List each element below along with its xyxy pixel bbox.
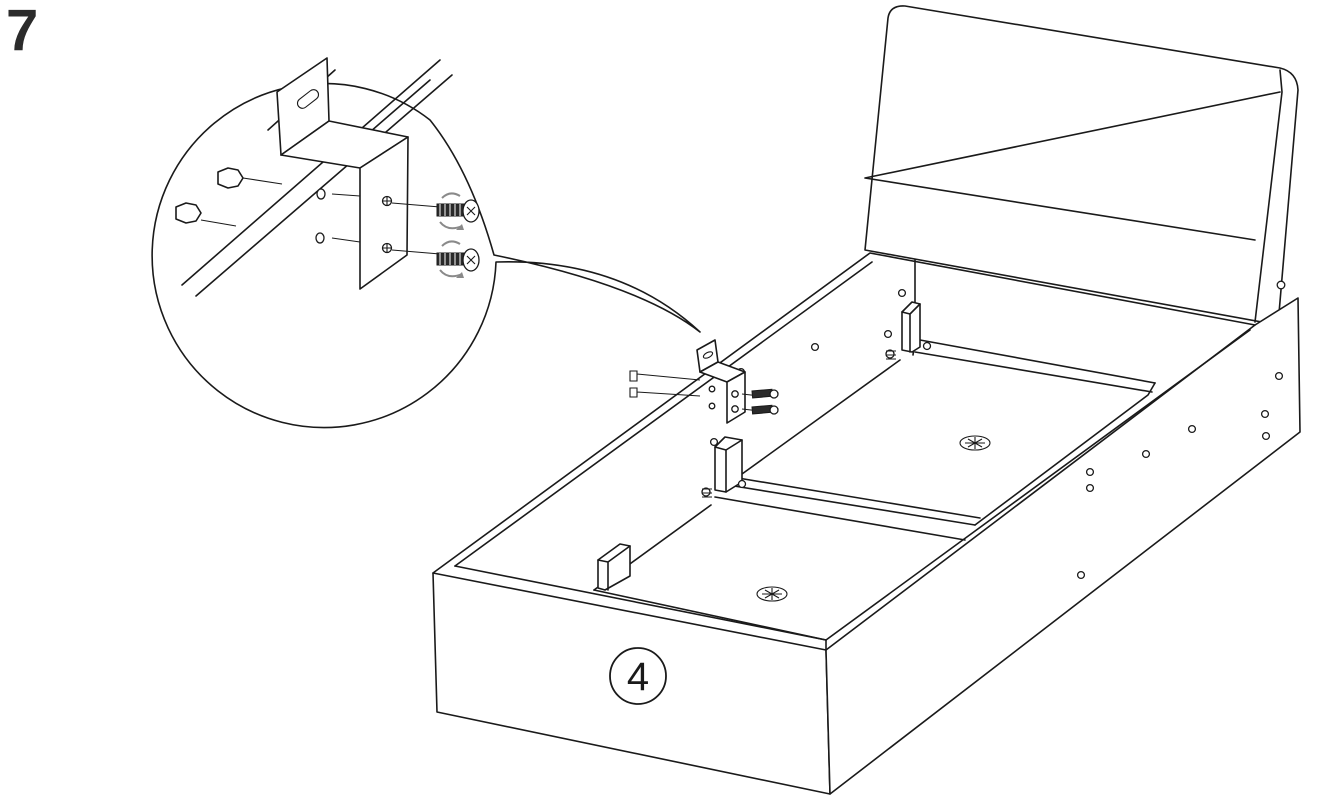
floor-mark-rear [959, 435, 991, 451]
dowel-icon [629, 370, 701, 398]
screw-icon [701, 349, 896, 498]
detail-callout [151, 57, 701, 429]
bracket-icon [276, 57, 409, 290]
headboard [864, 5, 1299, 326]
panel-label: 4 [627, 655, 649, 699]
posts [597, 301, 932, 591]
screw-icon [741, 388, 779, 415]
step-number: 7 [6, 0, 39, 63]
panel-label-badge: 4 [609, 647, 667, 705]
floor-mark-front [756, 586, 788, 602]
floor-slats [593, 339, 1156, 641]
side-panel [825, 297, 1301, 795]
rotate-arrow-icon [439, 192, 464, 278]
bracket-small [629, 339, 779, 424]
dowel-icon [175, 167, 361, 243]
screw-icon [436, 199, 480, 272]
